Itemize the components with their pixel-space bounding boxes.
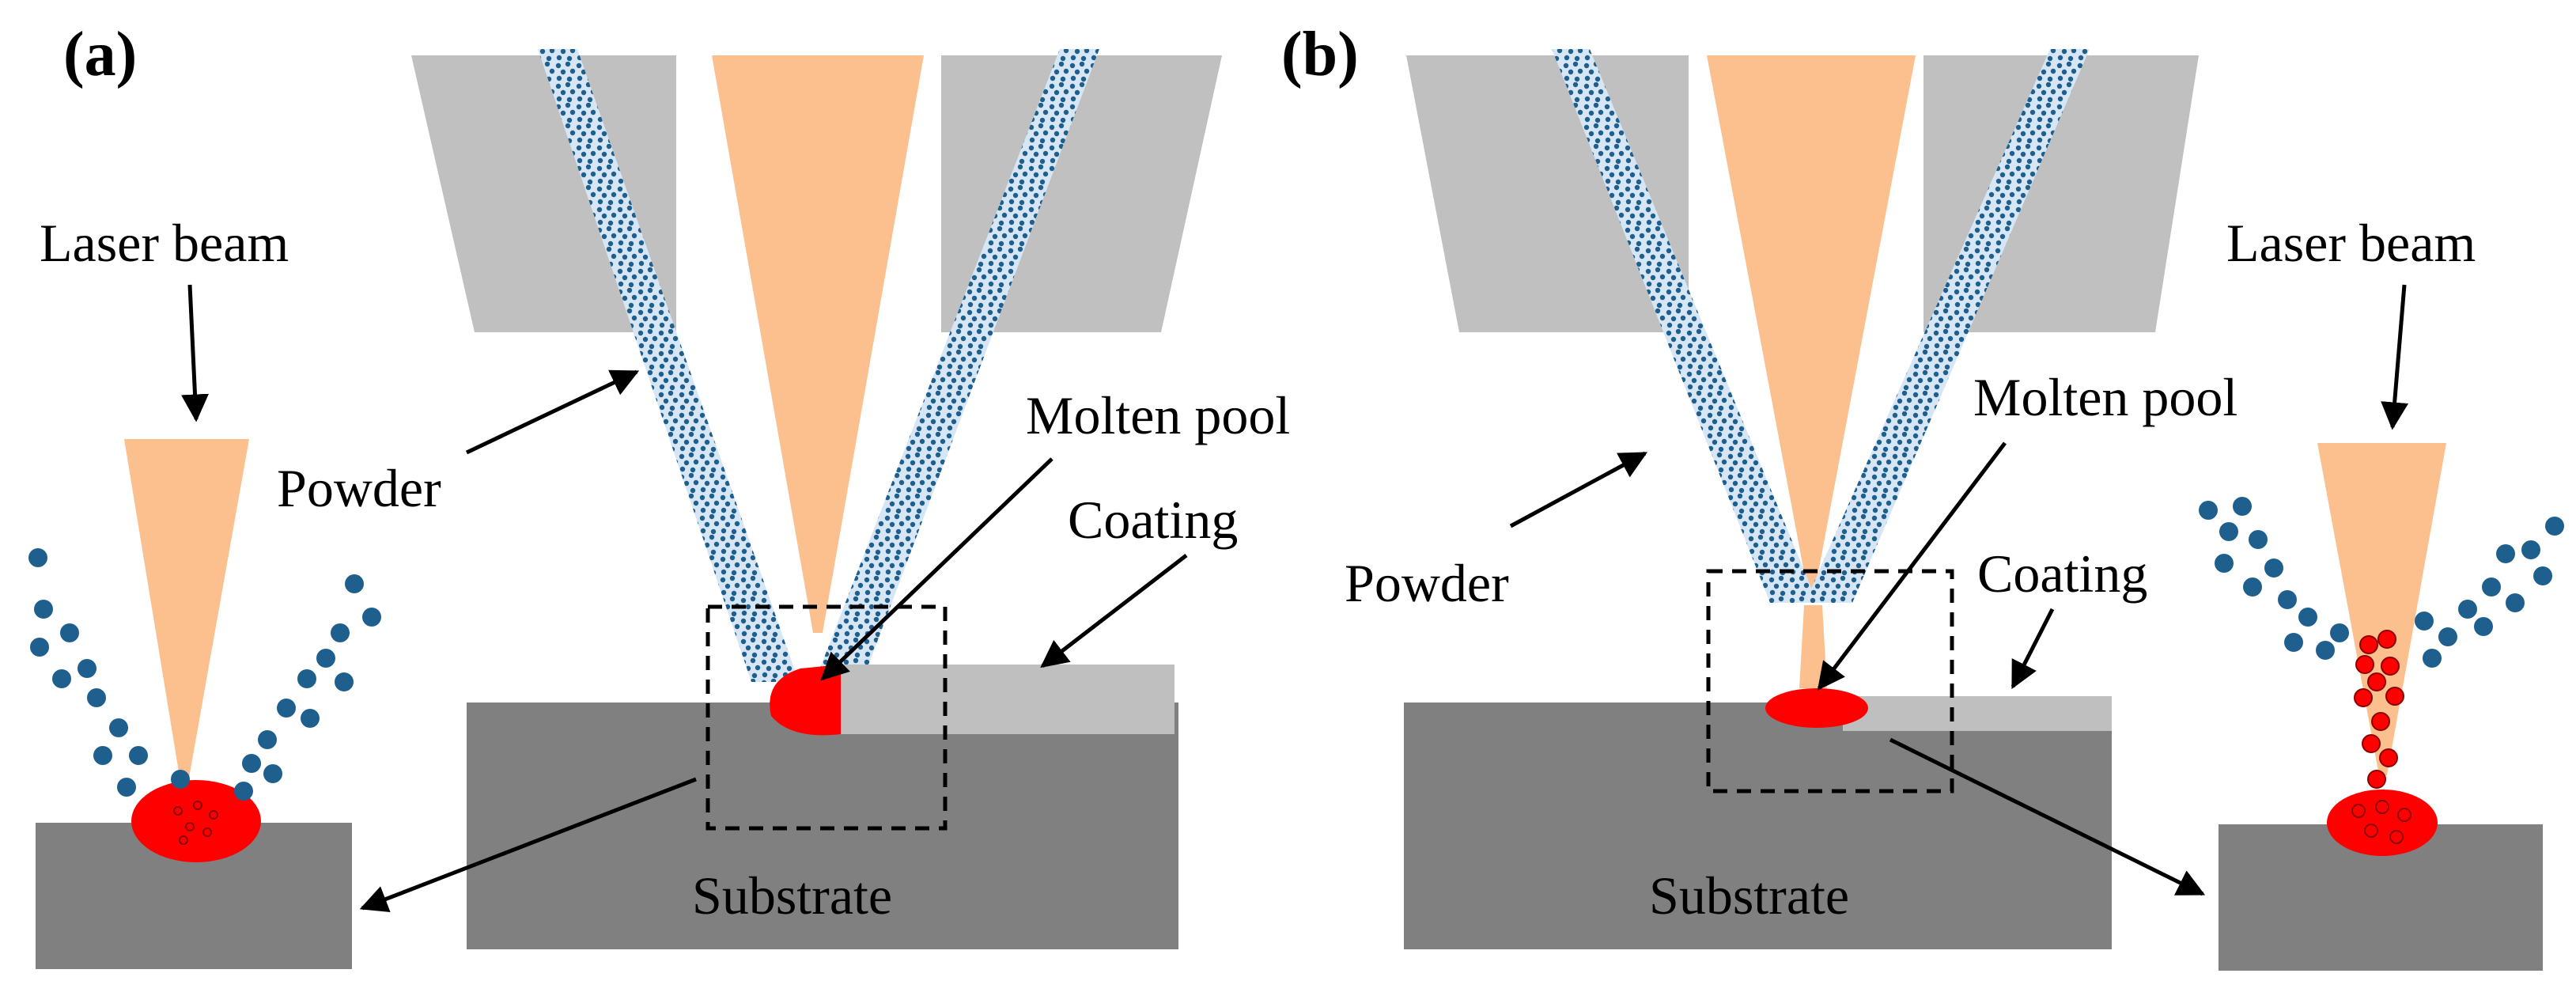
zoom-arrow-b <box>1889 737 2206 896</box>
laser-beam-cone <box>712 55 924 633</box>
inset-molten-pool-b <box>2327 790 2438 856</box>
panel-b-letter: (b) <box>1281 20 1359 89</box>
molten-pool-arrow-b <box>1817 441 2007 691</box>
coating-layer-b <box>1843 696 2112 731</box>
panel-a-letter: (a) <box>63 20 137 89</box>
zoom-arrow <box>359 777 697 912</box>
laser-beam-arrow <box>181 284 209 422</box>
laser-beam-label: Laser beam <box>40 213 289 273</box>
powder-stream-left <box>538 49 799 682</box>
molten-pool <box>770 665 841 736</box>
inset-pool-particles <box>173 801 218 845</box>
powder-arrow <box>465 369 640 455</box>
powder-label: Powder <box>277 458 441 518</box>
inset-b <box>2199 443 2564 971</box>
coating-arrow-b <box>2010 608 2055 690</box>
molten-pool-b <box>1765 688 1868 728</box>
molten-pool-arrow <box>820 457 1053 681</box>
powder-stream-left-b <box>1552 49 1818 603</box>
molten-pool-label-b: Molten pool <box>1973 367 2237 427</box>
inset-molten-pool <box>131 780 261 862</box>
zoom-box-b <box>1706 569 1954 793</box>
inset-laser-cone-b <box>2317 443 2446 775</box>
substrate-label: Substrate <box>692 865 892 926</box>
powder-label-b: Powder <box>1345 553 1509 613</box>
inset-laser-cone <box>124 439 249 791</box>
coating-arrow <box>1040 554 1188 668</box>
substrate-label-b: Substrate <box>1649 865 1849 926</box>
nozzle-left-block <box>411 55 676 332</box>
laser-beam-arrow-b <box>2381 284 2409 430</box>
molten-pool-label: Molten pool <box>1026 385 1290 445</box>
inset-a <box>28 439 381 969</box>
laser-beam-label-b: Laser beam <box>2226 213 2476 273</box>
substrate-block <box>467 703 1178 949</box>
powder-stream-right-b <box>1805 49 2090 603</box>
panel-b: (b) <box>1281 20 2564 971</box>
inset-laser-particles-b <box>2351 630 2411 844</box>
powder-arrow-b <box>1509 451 1648 528</box>
coating-layer <box>841 665 1175 734</box>
inset-powder-particles-b <box>2199 497 2564 668</box>
coating-label-b: Coating <box>1977 543 2147 604</box>
powder-stream-right <box>815 49 1099 682</box>
substrate-block-b <box>1404 703 2112 949</box>
inset-powder-particles <box>28 548 381 801</box>
zoom-box <box>705 604 948 831</box>
laser-beam-diverging-b <box>1799 605 1827 688</box>
laser-beam-cone-b <box>1707 55 1916 597</box>
panel-a: (a) <box>28 20 1290 969</box>
coating-label: Coating <box>1068 490 1238 550</box>
